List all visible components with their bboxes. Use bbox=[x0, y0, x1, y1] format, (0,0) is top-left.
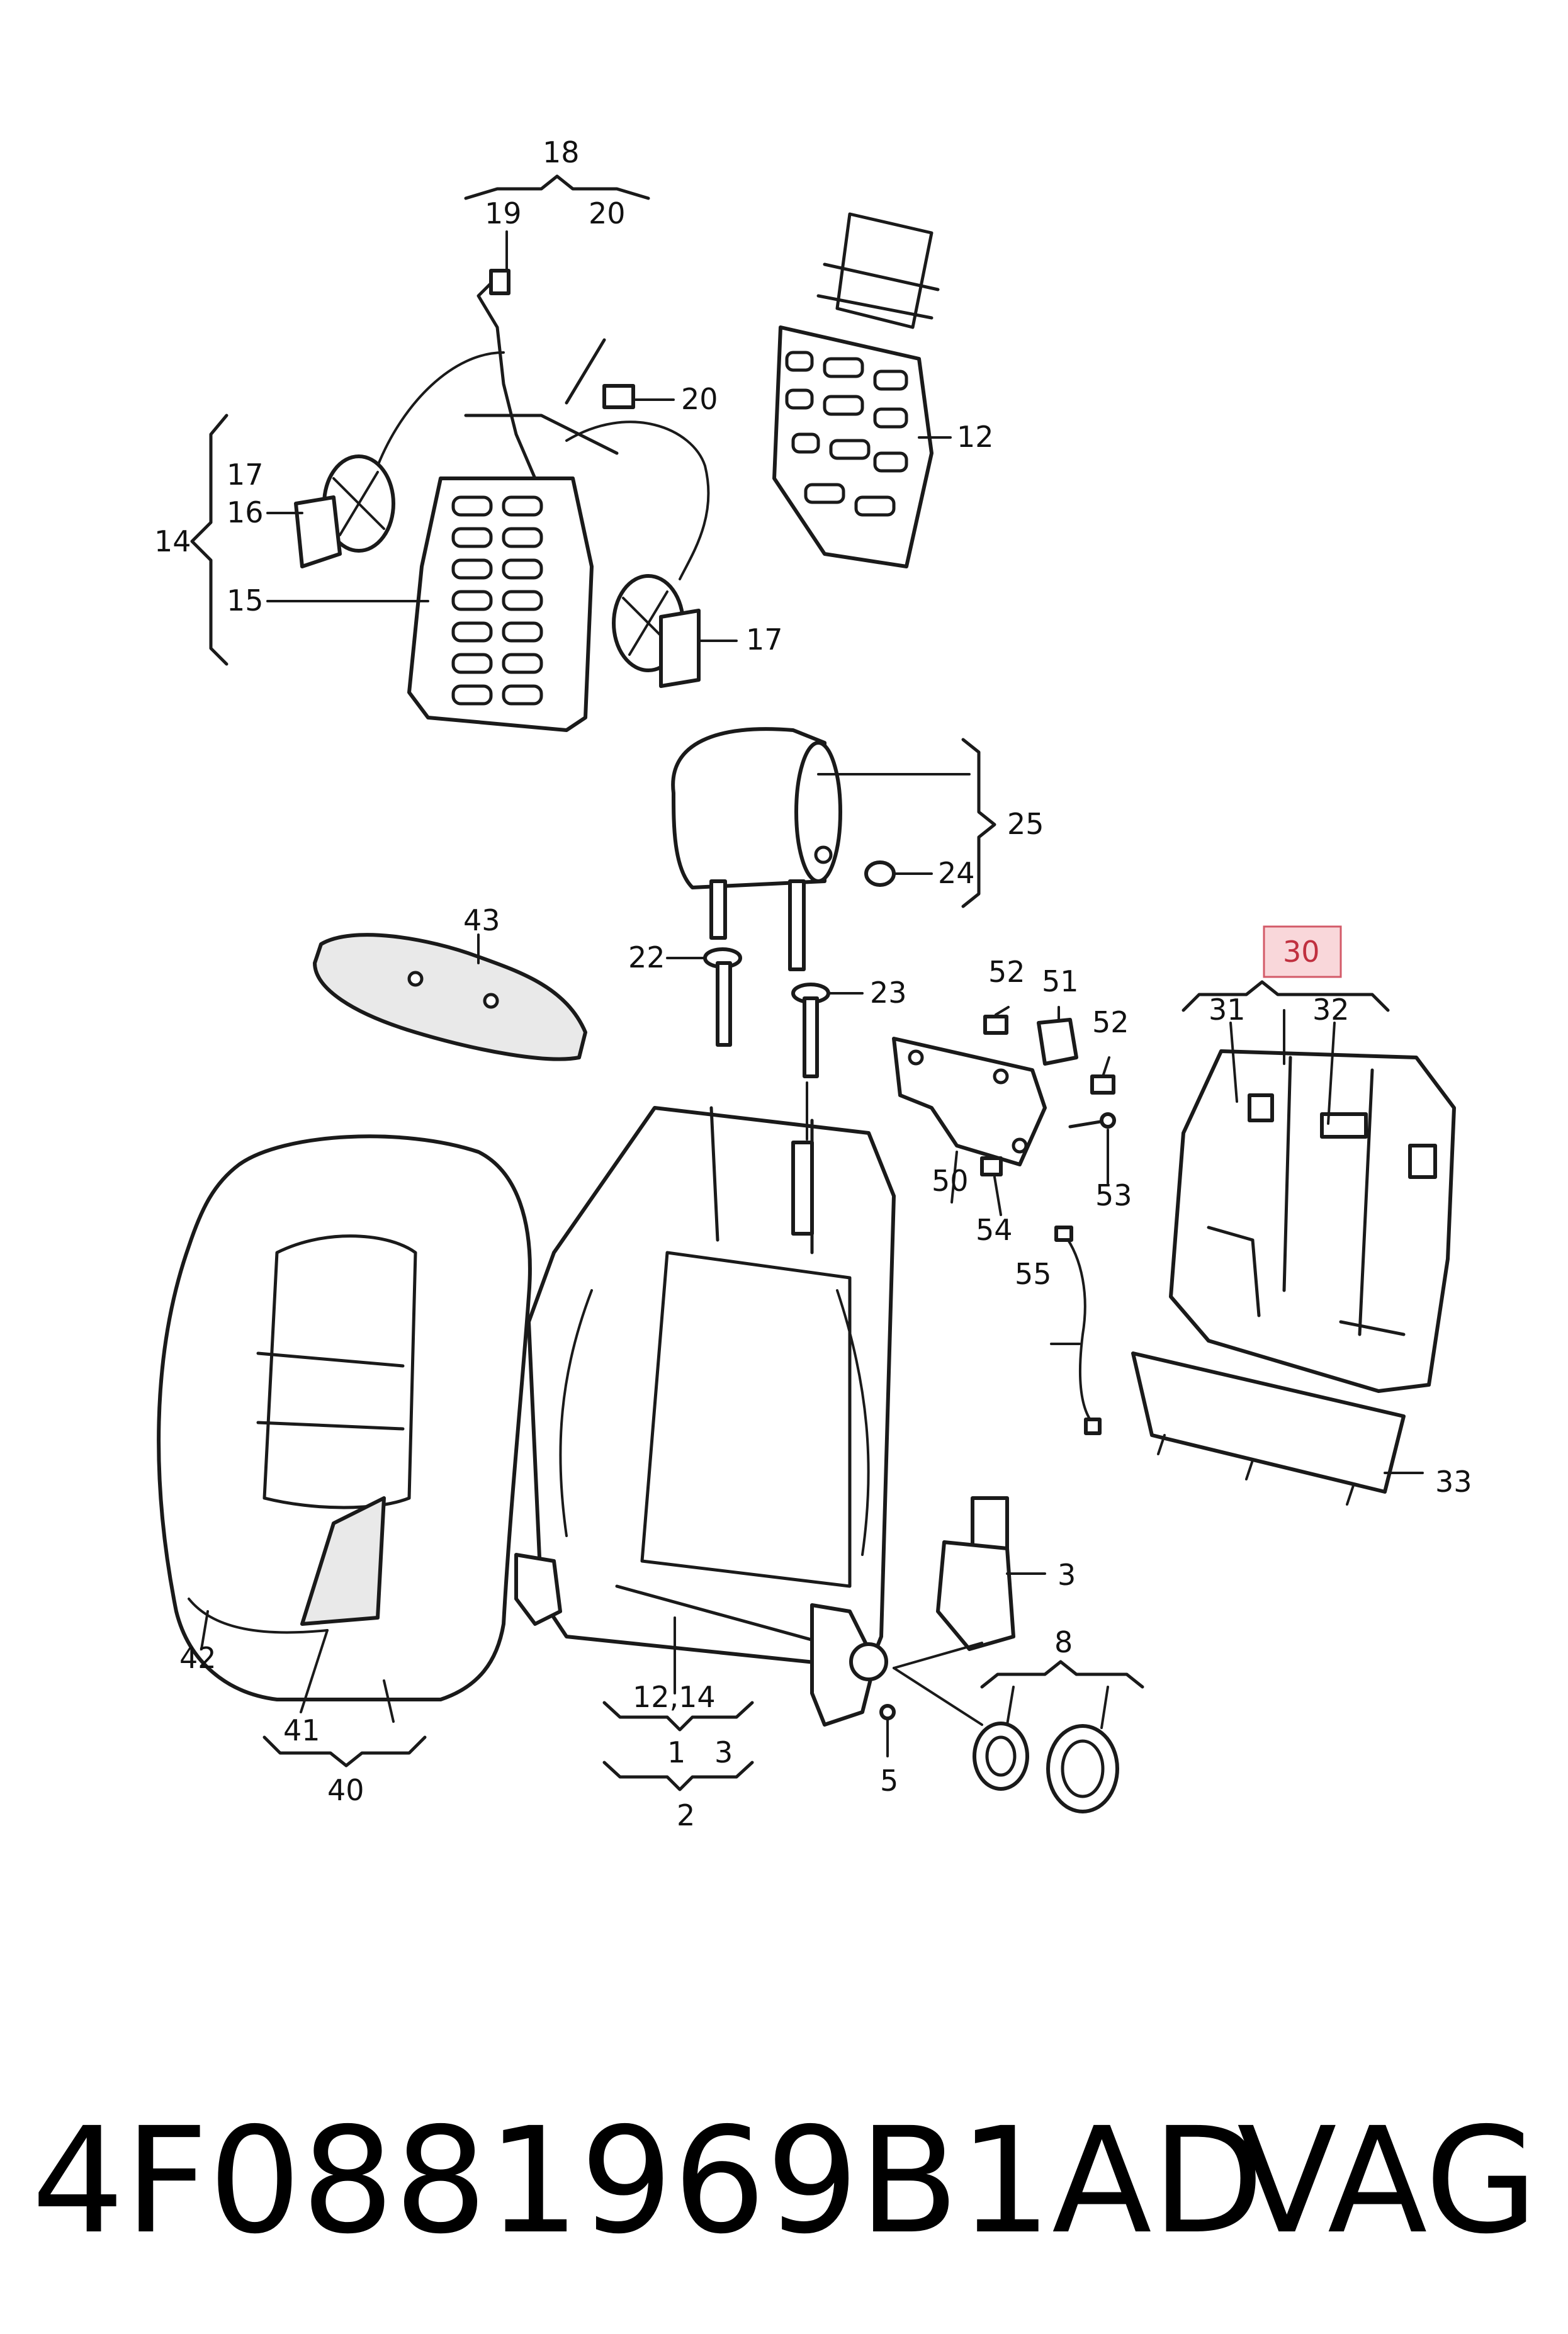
label-42: 42 bbox=[179, 1641, 217, 1675]
label-12-14: 12,14 bbox=[633, 1680, 716, 1714]
adjuster-motor-and-gears bbox=[893, 1496, 1144, 1813]
brand-name: VAG bbox=[1237, 2096, 1538, 2266]
label-15: 15 bbox=[227, 584, 264, 617]
label-3-motor: 3 bbox=[1058, 1558, 1076, 1592]
label-20: 20 bbox=[681, 382, 718, 416]
label-14: 14 bbox=[154, 524, 191, 558]
label-20-top: 20 bbox=[589, 196, 626, 230]
label-31: 31 bbox=[1209, 993, 1246, 1027]
label-5: 5 bbox=[880, 1764, 898, 1798]
label-1: 1 bbox=[667, 1735, 685, 1769]
label-18: 18 bbox=[543, 135, 580, 169]
bracket-and-fasteners bbox=[892, 1006, 1116, 1435]
label-43: 43 bbox=[463, 903, 500, 937]
part-labels: 18 19 20 20 12 17 16 14 15 17 25 24 43 2… bbox=[154, 135, 1472, 1832]
label-16: 16 bbox=[227, 495, 264, 529]
label-32: 32 bbox=[1312, 993, 1350, 1027]
label-12-top: 12 bbox=[957, 420, 994, 454]
label-8: 8 bbox=[1054, 1625, 1073, 1659]
lumbar-mat-holes bbox=[451, 495, 543, 706]
label-41: 41 bbox=[283, 1713, 320, 1747]
label-2: 2 bbox=[677, 1798, 695, 1832]
label-3-bottom: 3 bbox=[714, 1735, 733, 1769]
part-number: 4F0881969B1AD bbox=[31, 2096, 1264, 2266]
label-24: 24 bbox=[938, 856, 975, 890]
lumbar-cushion-43 bbox=[313, 933, 587, 1061]
lumbar-support-assembly bbox=[190, 174, 738, 732]
label-22: 22 bbox=[628, 940, 665, 974]
backrest-cover-40 bbox=[157, 1134, 532, 1767]
label-25: 25 bbox=[1007, 807, 1044, 841]
label-54: 54 bbox=[976, 1213, 1013, 1247]
label-52-a: 52 bbox=[988, 955, 1025, 989]
label-23: 23 bbox=[870, 976, 907, 1010]
backrest-frame bbox=[514, 1081, 896, 1791]
label-53: 53 bbox=[1095, 1178, 1132, 1212]
label-40: 40 bbox=[327, 1773, 364, 1807]
label-17-left: 17 bbox=[227, 458, 264, 492]
backrest-wire-frame-12 bbox=[772, 212, 952, 568]
label-52-b: 52 bbox=[1092, 1005, 1129, 1039]
label-17-right: 17 bbox=[746, 623, 783, 657]
label-55: 55 bbox=[1015, 1257, 1052, 1291]
head-restraint-assembly bbox=[666, 727, 996, 1078]
label-51: 51 bbox=[1042, 964, 1079, 998]
label-19: 19 bbox=[485, 196, 522, 230]
label-30[interactable]: 30 bbox=[1283, 935, 1320, 969]
backrest-panel-30 bbox=[1131, 925, 1456, 1506]
frame-12-holes bbox=[785, 351, 908, 517]
label-33: 33 bbox=[1435, 1465, 1472, 1499]
label-50: 50 bbox=[932, 1164, 969, 1198]
highlight-box-30[interactable] bbox=[1263, 925, 1342, 978]
